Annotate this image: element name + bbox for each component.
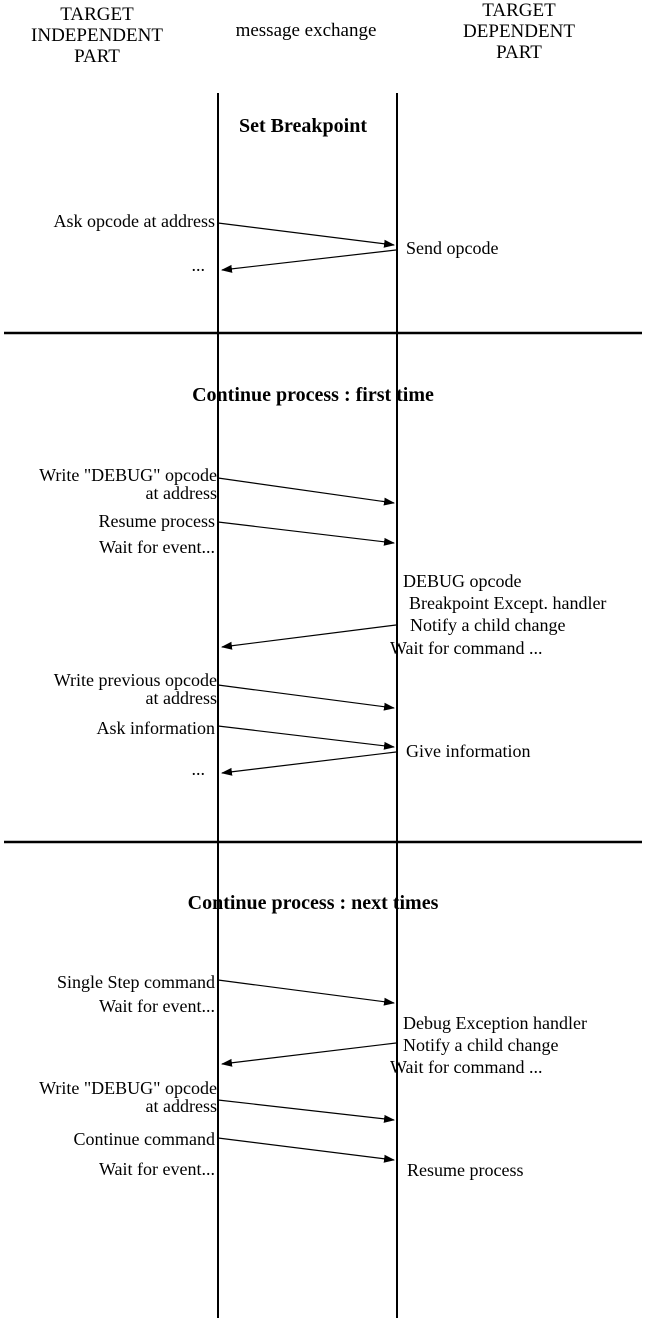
arrow-left-notify-child-change bbox=[221, 624, 397, 650]
message-label-ask-information: Ask information bbox=[96, 718, 216, 738]
header-line: PART bbox=[74, 46, 120, 67]
message-label-single-step-command: Single Step command bbox=[57, 972, 215, 992]
message-label-at-address: at address bbox=[145, 688, 217, 708]
message-label-wait-for-command: Wait for command ... bbox=[390, 638, 543, 658]
arrow-right-ask-opcode bbox=[217, 222, 395, 248]
header-line: DEPENDENT bbox=[463, 21, 575, 42]
arrow-left-give-information bbox=[221, 751, 397, 776]
header-line: PART bbox=[496, 42, 542, 63]
arrow-left-send-opcode bbox=[221, 249, 397, 273]
arrow-right-write-debug-opcode bbox=[217, 477, 395, 506]
message-label-wait-for-event: Wait for event... bbox=[98, 537, 215, 557]
phase-title-continue-first: Continue process : first time bbox=[192, 384, 434, 406]
header-line: TARGET bbox=[60, 4, 134, 25]
message-label-give-information: Give information bbox=[406, 741, 531, 761]
message-label-debug-opcode: DEBUG opcode bbox=[403, 571, 522, 591]
message-label-ellipsis: ... bbox=[191, 255, 206, 275]
arrow-right-write-previous-opcode bbox=[217, 684, 395, 711]
column-header-target-independent: TARGET INDEPENDENT PART bbox=[31, 4, 163, 67]
arrow-right-write-debug-opcode-2 bbox=[217, 1099, 395, 1123]
message-label-write-debug-opcode: Write "DEBUG" opcode bbox=[39, 465, 217, 485]
message-label-write-previous-opcode: Write previous opcode bbox=[53, 670, 217, 690]
column-header-target-dependent: TARGET DEPENDENT PART bbox=[463, 0, 575, 63]
message-label-ask-opcode: Ask opcode at address bbox=[53, 211, 215, 231]
message-label-breakpoint-except-handler: Breakpoint Except. handler bbox=[409, 593, 607, 613]
header-line: INDEPENDENT bbox=[31, 25, 163, 46]
arrow-right-continue-command bbox=[217, 1137, 395, 1163]
message-label-debug-exception-handler: Debug Exception handler bbox=[403, 1013, 587, 1033]
message-label-continue-command: Continue command bbox=[73, 1129, 215, 1149]
message-label-wait-for-event: Wait for event... bbox=[98, 996, 215, 1016]
arrow-left-notify-child-change-2 bbox=[221, 1042, 397, 1067]
message-label-notify-child-change: Notify a child change bbox=[410, 615, 566, 635]
arrow-right-resume-process bbox=[217, 521, 395, 546]
message-label-ellipsis: ... bbox=[191, 759, 206, 779]
column-header-message-exchange: message exchange bbox=[235, 20, 377, 41]
message-label-wait-for-command: Wait for command ... bbox=[390, 1057, 543, 1077]
message-label-notify-child-change: Notify a child change bbox=[403, 1035, 559, 1055]
arrow-right-ask-information bbox=[217, 725, 395, 750]
message-label-resume-process: Resume process bbox=[407, 1160, 524, 1180]
message-label-write-debug-opcode: Write "DEBUG" opcode bbox=[39, 1078, 217, 1098]
message-label-resume-process: Resume process bbox=[98, 511, 215, 531]
phase-title-continue-next: Continue process : next times bbox=[187, 892, 439, 914]
arrow-right-single-step bbox=[217, 979, 395, 1006]
phase-title-set-breakpoint: Set Breakpoint bbox=[239, 115, 367, 137]
message-label-at-address: at address bbox=[145, 1096, 217, 1116]
message-label-send-opcode: Send opcode bbox=[406, 238, 499, 258]
header-line: TARGET bbox=[482, 0, 556, 21]
message-label-at-address: at address bbox=[145, 483, 217, 503]
message-label-wait-for-event: Wait for event... bbox=[98, 1159, 215, 1179]
